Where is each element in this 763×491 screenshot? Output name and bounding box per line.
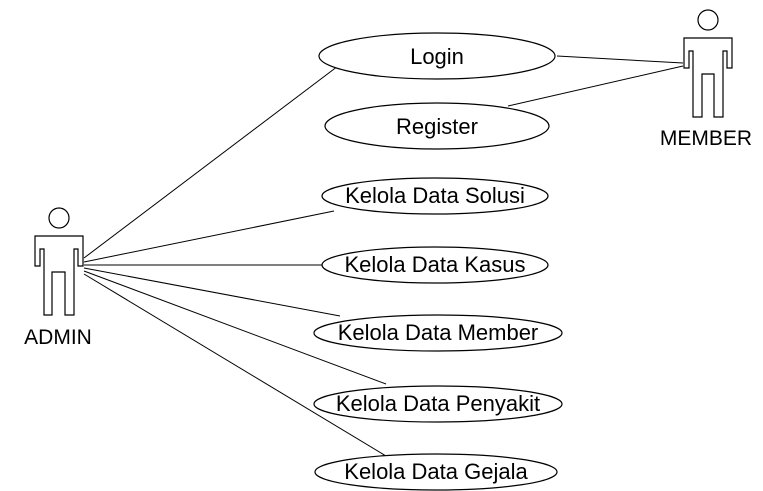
assoc-admin-member	[83, 267, 341, 317]
actor-admin[interactable]: ADMIN	[24, 207, 92, 349]
use-case-kelola-data-gejala-label: Kelola Data Gejala	[344, 459, 528, 484]
actor-member[interactable]: MEMBER	[660, 9, 752, 150]
assoc-member-login	[556, 55, 684, 64]
use-case-kelola-data-gejala[interactable]: Kelola Data Gejala	[314, 453, 558, 491]
use-case-kelola-data-kasus[interactable]: Kelola Data Kasus	[321, 246, 549, 284]
actor-admin-figure-icon	[34, 207, 84, 316]
actor-member-figure-icon	[683, 9, 733, 118]
use-case-kelola-data-penyakit[interactable]: Kelola Data Penyakit	[313, 385, 563, 423]
assoc-member-register	[507, 65, 684, 107]
use-case-kelola-data-member[interactable]: Kelola Data Member	[313, 314, 563, 352]
use-case-kelola-data-solusi-label: Kelola Data Solusi	[345, 183, 525, 208]
assoc-admin-login	[83, 59, 347, 259]
use-case-register[interactable]: Register	[324, 102, 550, 150]
use-case-register-label: Register	[396, 114, 478, 139]
assoc-admin-solusi	[83, 210, 335, 263]
actor-member-label: MEMBER	[660, 127, 752, 150]
use-case-login[interactable]: Login	[318, 32, 556, 80]
use-case-kelola-data-penyakit-label: Kelola Data Penyakit	[336, 391, 540, 416]
use-case-login-label: Login	[410, 44, 464, 69]
use-case-kelola-data-member-label: Kelola Data Member	[338, 320, 539, 345]
member-associations	[507, 55, 684, 107]
use-case-kelola-data-solusi[interactable]: Kelola Data Solusi	[321, 177, 549, 215]
actor-admin-label: ADMIN	[24, 326, 92, 349]
use-case-kelola-data-kasus-label: Kelola Data Kasus	[345, 252, 526, 277]
assoc-admin-penyakit	[83, 270, 387, 385]
assoc-admin-gejala	[83, 273, 387, 457]
admin-associations	[83, 59, 387, 457]
